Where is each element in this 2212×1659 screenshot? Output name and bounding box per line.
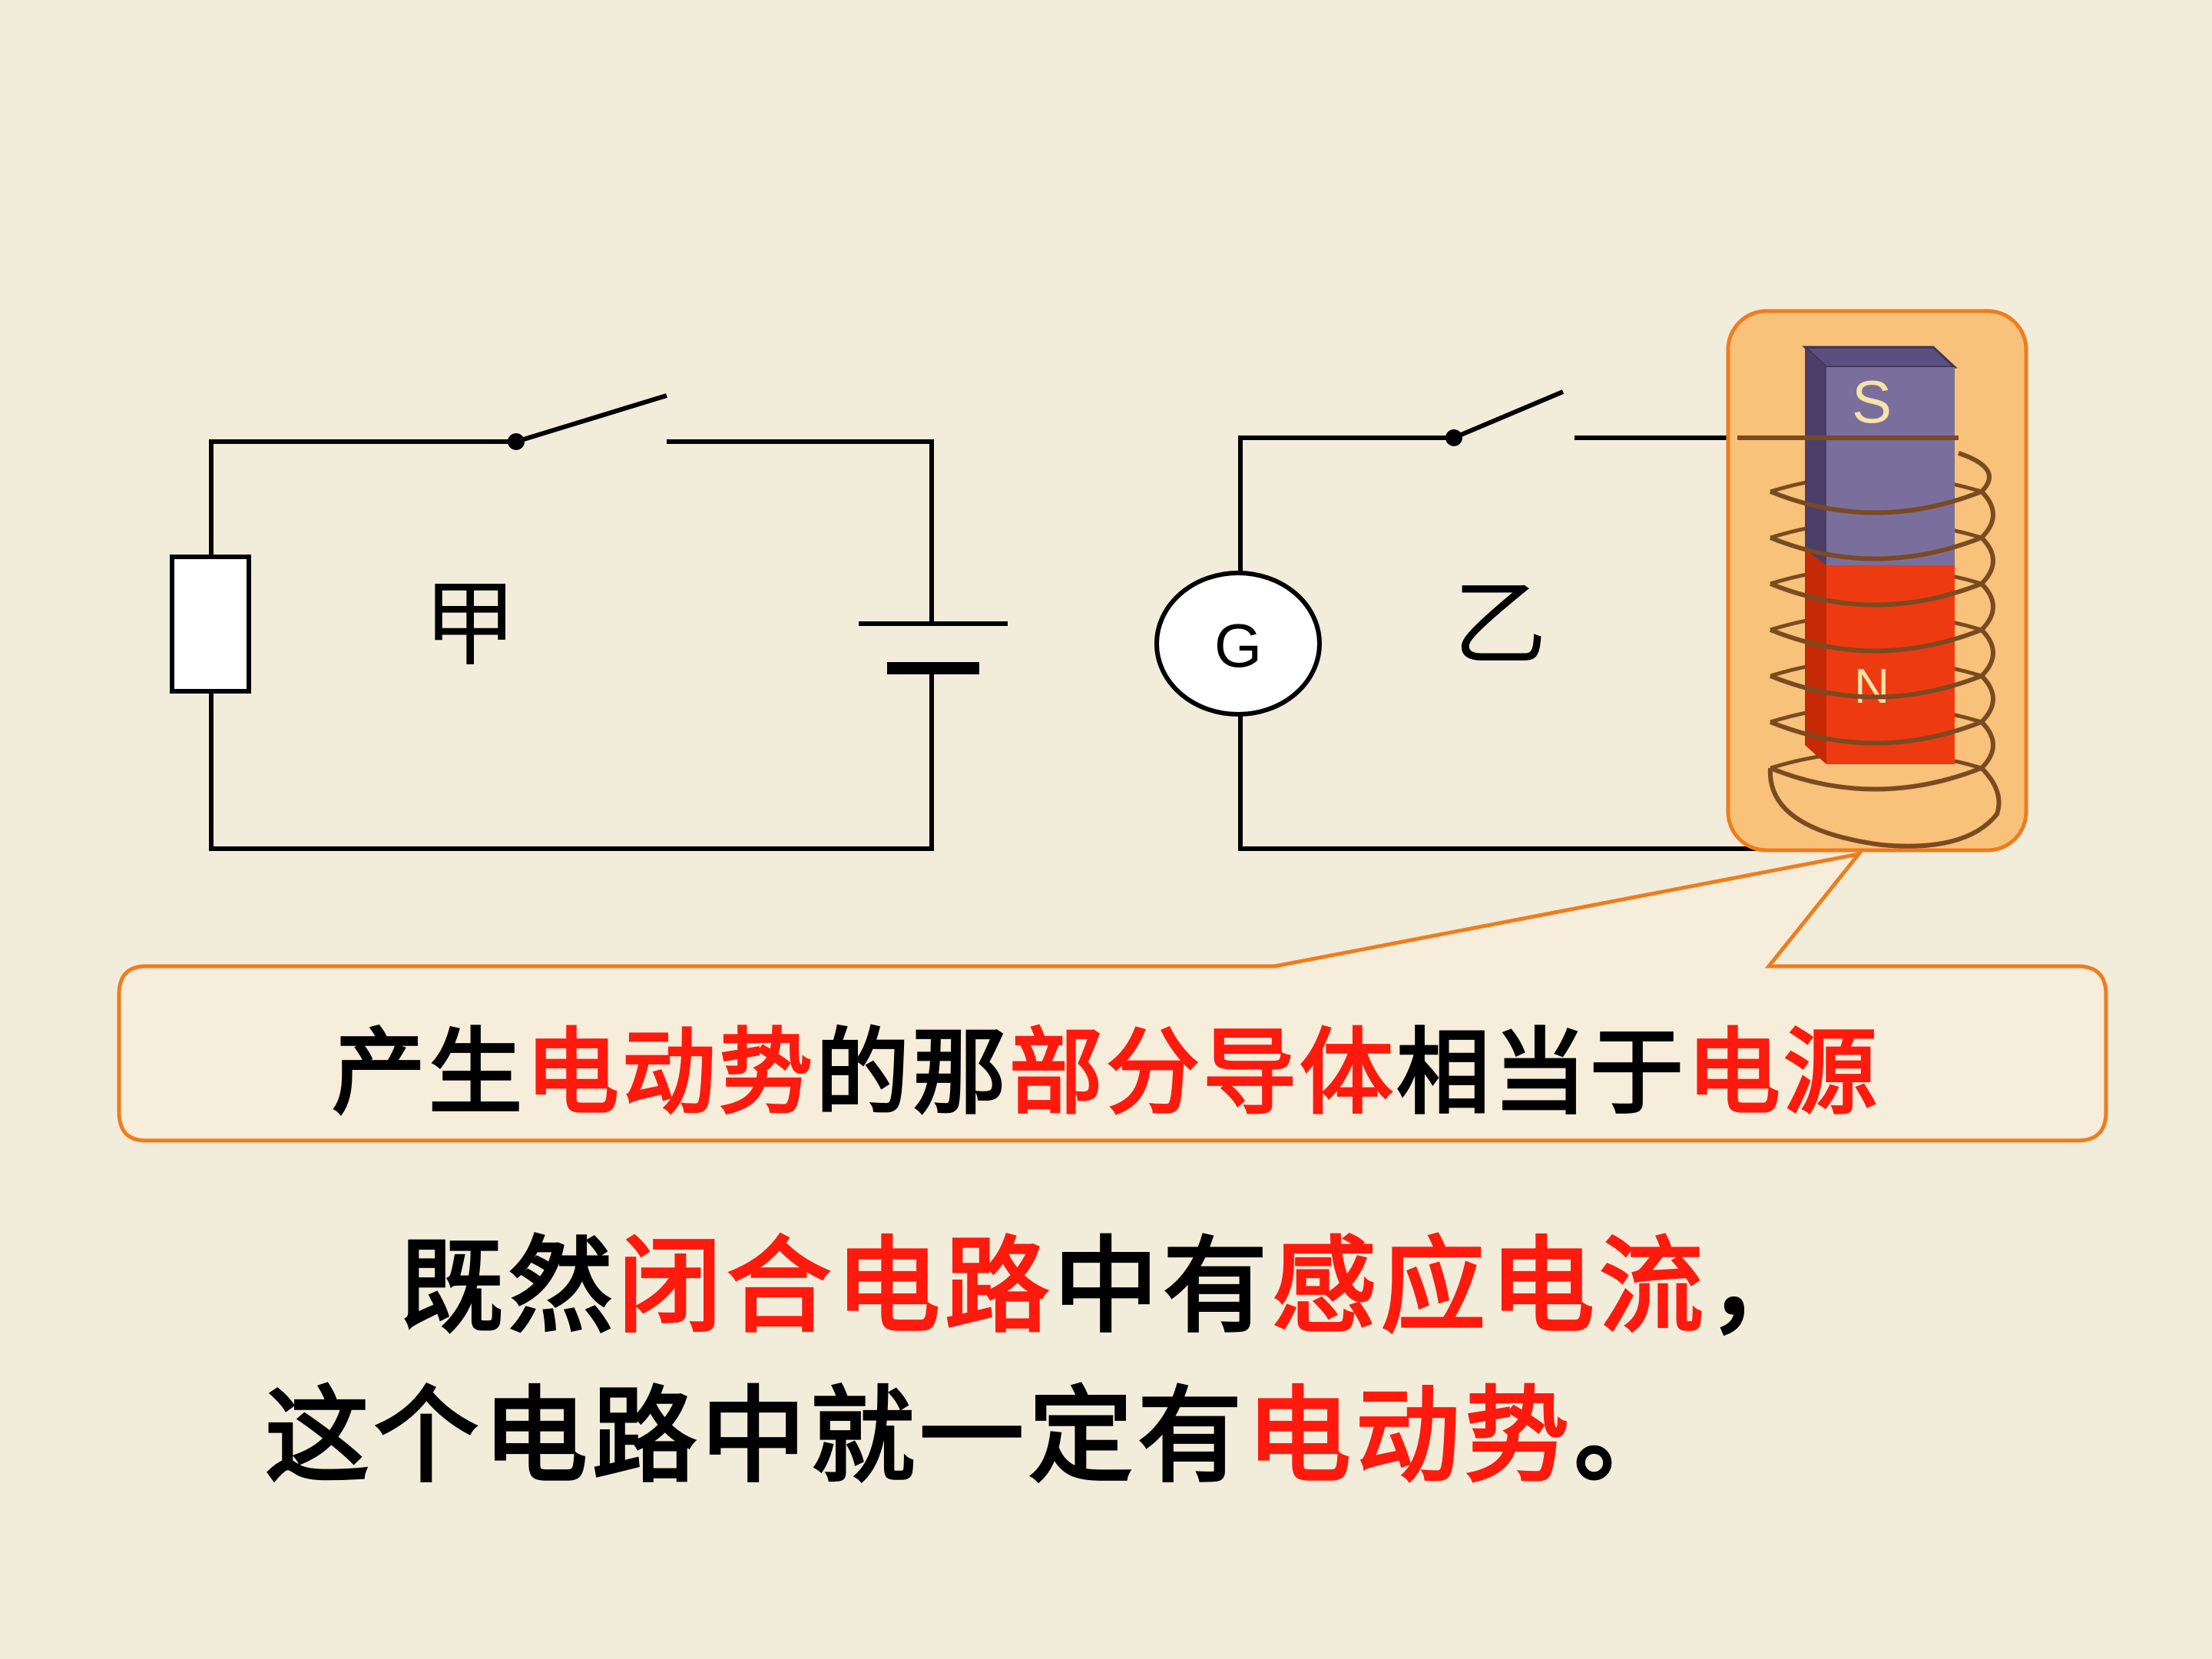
switch-right-pivot: [1445, 429, 1462, 446]
magnet-s-pole: [1826, 367, 1955, 565]
magnet-n-label: N: [1854, 658, 1889, 714]
left-wire-bottom: [209, 668, 934, 851]
circuit-left-label: 甲: [423, 570, 517, 679]
callout-bubble: [117, 851, 2108, 1143]
magnet-n-side: [1805, 549, 1826, 764]
callout-text: 产生电动势的那部分导体相当于电源: [123, 997, 2089, 1132]
para2-seg-0: 这个电路中就一定有: [265, 1376, 1247, 1498]
paragraph-line-1: 既然闭合电路中有感应电流，: [399, 1202, 1817, 1353]
para1-seg-0: 既然: [399, 1227, 618, 1348]
switch-left-pivot: [508, 433, 525, 450]
circuit-right-label: 乙: [1453, 570, 1547, 679]
right-wire-bottom: [1238, 707, 1767, 851]
left-wire-top-left: [209, 439, 516, 557]
para1-seg-3: 感应电流: [1272, 1227, 1708, 1348]
magnet-top-face: [1802, 346, 1958, 369]
para1-seg-4: ，: [1708, 1227, 1817, 1348]
switch-right-blade: [1452, 389, 1565, 440]
bar-magnet: [1802, 346, 1958, 764]
callout-seg-1: 电动势: [525, 1018, 816, 1128]
left-wire-top-right: [667, 439, 934, 624]
circuit-right: [1238, 389, 1767, 851]
magnet-s-label: S: [1852, 368, 1892, 435]
callout-seg-3: 部分导体: [1009, 1018, 1396, 1128]
coil-front-turns: [1737, 435, 2002, 849]
right-wire-top-left: [1238, 435, 1454, 581]
paragraph-line-2: 这个电路中就一定有电动势。: [265, 1352, 1683, 1503]
para1-seg-2: 中有: [1054, 1227, 1272, 1348]
para1-seg-1: 闭合电路: [618, 1227, 1054, 1348]
callout-seg-4: 相当于: [1396, 1018, 1687, 1128]
callout-seg-5: 电源: [1687, 1018, 1880, 1128]
callout-seg-2: 的那: [816, 1018, 1009, 1128]
galvanometer-label: G: [1214, 611, 1262, 680]
galvanometer: [1154, 571, 1322, 717]
para2-seg-2: 。: [1574, 1376, 1683, 1498]
circuit-left: [170, 393, 1008, 851]
switch-left-blade: [515, 393, 667, 444]
callout-seg-0: 产生: [332, 1018, 525, 1128]
resistor: [170, 555, 251, 694]
para2-seg-1: 电动势: [1247, 1376, 1574, 1498]
